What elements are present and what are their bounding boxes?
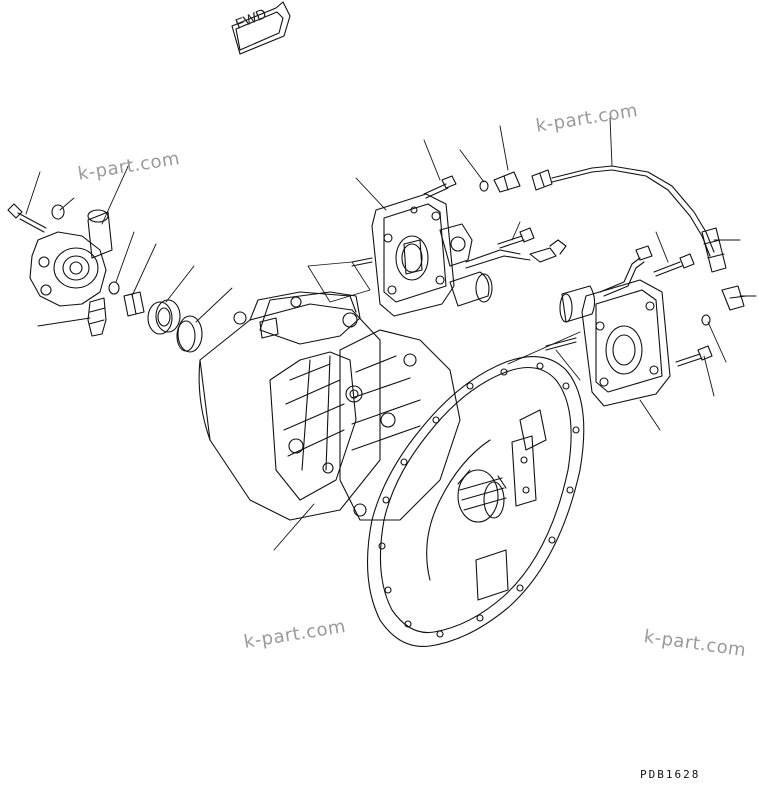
- bearing: [147, 299, 181, 335]
- fwd-arrow: [231, 1, 291, 55]
- hose: [551, 165, 715, 257]
- hose-end: [701, 227, 727, 273]
- main-pump-body: [198, 291, 461, 521]
- regulator-lower: [545, 245, 671, 407]
- coupling: [123, 291, 145, 317]
- bolt-regulator-upper-2: [497, 227, 535, 249]
- mounting-flange: [366, 356, 585, 648]
- gear-pump: [29, 209, 113, 307]
- bolt-regulator-lower: [653, 253, 695, 277]
- o-ring-small: [108, 281, 120, 295]
- drawing-code: PDB1628: [640, 768, 701, 781]
- bolt-left: [7, 203, 47, 233]
- o-ring-lower: [701, 314, 711, 326]
- bolt-regulator-lower-2: [675, 345, 713, 367]
- o-ring-large: [177, 315, 203, 353]
- regulator-upper: [351, 193, 567, 317]
- hose-fitting: [531, 169, 553, 191]
- leader-lines: [25, 117, 757, 551]
- elbow-fitting: [721, 285, 747, 311]
- washer: [51, 204, 65, 220]
- plug-fitting: [493, 171, 521, 193]
- bolt-regulator-upper: [423, 175, 457, 199]
- o-ring-fitting: [479, 180, 489, 192]
- relief-valve: [87, 297, 107, 337]
